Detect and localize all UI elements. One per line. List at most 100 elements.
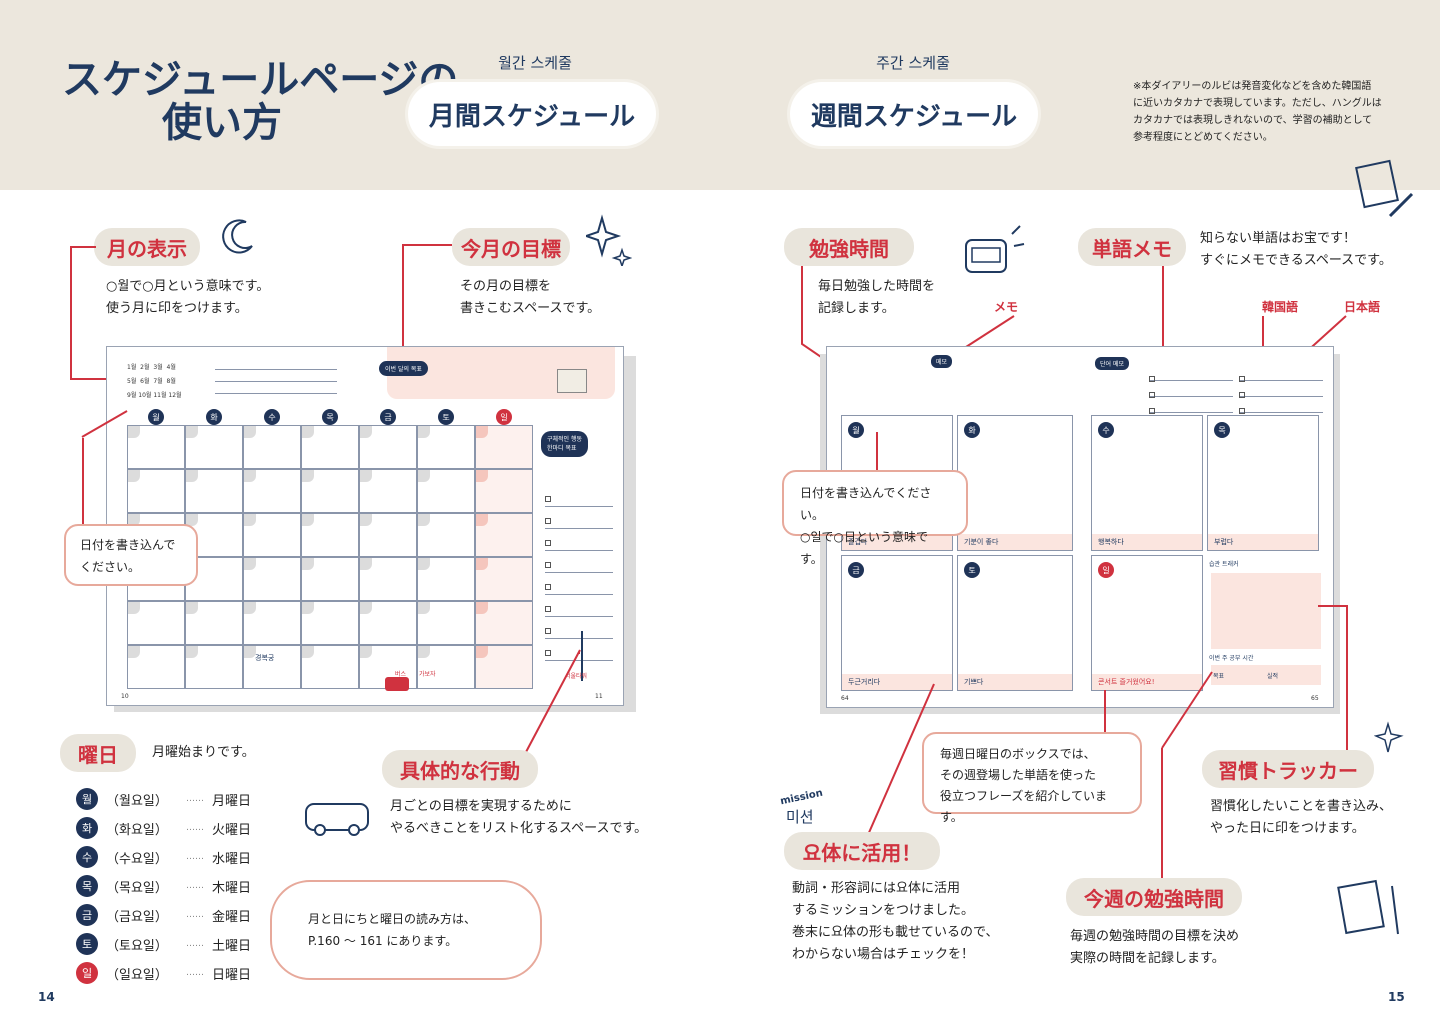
checkbox[interactable] [545,584,551,590]
calendar-day-cell[interactable] [417,557,475,601]
calendar-day-cell[interactable] [359,425,417,469]
month-item[interactable]: 2월 [140,364,150,371]
calendar-day-cell[interactable] [417,645,475,689]
calendar-day-cell[interactable] [127,469,185,513]
calendar-day-cell[interactable] [301,557,359,601]
calendar-day-cell[interactable] [243,469,301,513]
calendar-day-cell[interactable] [185,601,243,645]
word-memo-row[interactable] [1239,399,1323,414]
month-item[interactable]: 6월 [140,378,150,385]
weekday-reading: （목요일） [106,880,168,896]
stamp-icon [557,369,587,393]
calendar-day-cell[interactable] [475,601,533,645]
calendar-day-cell[interactable] [301,469,359,513]
weekday-jp: 火曜日 [212,822,252,838]
calendar-day-cell[interactable] [127,425,185,469]
tracker-desc-line: やった日に印をつけます。 [1210,821,1365,836]
calendar-day-cell[interactable] [475,557,533,601]
calendar-day-cell[interactable] [243,601,301,645]
checkbox[interactable] [1149,376,1155,382]
calendar-day-cell[interactable] [243,425,301,469]
month-item[interactable]: 10월 [138,392,152,399]
word-memo-row[interactable] [1239,383,1323,398]
word-memo-row[interactable] [1149,367,1233,382]
checkbox[interactable] [1149,408,1155,414]
japanese-small-label: 日本語 [1344,300,1381,314]
calendar-day-cell[interactable] [301,425,359,469]
checkbox[interactable] [545,606,551,612]
month-item[interactable]: 5월 [127,378,137,385]
calendar-day-cell[interactable] [185,425,243,469]
month-item[interactable]: 7월 [153,378,163,385]
action-item[interactable] [545,575,613,595]
month-item[interactable]: 12월 [168,392,182,399]
weekday-row: 토（토요일）……土曜日 [76,933,251,955]
mission-label: 요体に活用！ [784,832,940,870]
calendar-day-cell[interactable] [475,513,533,557]
calendar-day-cell[interactable] [475,469,533,513]
action-item[interactable] [545,619,613,639]
weekday-row: 월（월요일）……月曜日 [76,788,251,810]
calendar-day-cell[interactable] [359,469,417,513]
checkbox[interactable] [545,540,551,546]
calendar-day-cell[interactable] [243,513,301,557]
tower-icon [581,631,583,681]
month-item[interactable]: 4월 [166,364,176,371]
action-item[interactable] [545,531,613,551]
action-item[interactable] [545,641,613,661]
checkbox[interactable] [1239,376,1245,382]
calendar-day-cell[interactable] [301,513,359,557]
calendar-day-cell[interactable] [475,425,533,469]
calendar-day-cell[interactable] [359,557,417,601]
action-desc: 月ごとの目標を実現するために やるべきことをリスト化するスペースです。 [390,796,647,840]
tracker-grid[interactable] [1211,573,1321,649]
action-item[interactable] [545,509,613,529]
checkbox[interactable] [545,496,551,502]
checkbox[interactable] [1239,408,1245,414]
word-memo-row[interactable] [1149,399,1233,414]
action-item[interactable] [545,487,613,507]
calendar-day-cell[interactable] [301,645,359,689]
calendar-day-cell[interactable] [417,469,475,513]
calendar-day-cell[interactable] [417,425,475,469]
checkbox[interactable] [545,650,551,656]
month-item[interactable]: 11월 [153,392,167,399]
word-memo-row[interactable] [1149,383,1233,398]
calendar-day-cell[interactable] [301,601,359,645]
month-item[interactable]: 8월 [166,378,176,385]
calendar-day-cell[interactable] [185,645,243,689]
checkbox[interactable] [545,628,551,634]
action-item[interactable] [545,597,613,617]
calendar-day-cell[interactable] [475,645,533,689]
checkbox[interactable] [545,518,551,524]
checkbox[interactable] [1239,392,1245,398]
calendar-day-cell[interactable] [359,513,417,557]
page-title-line2: 使い方 [162,100,282,146]
action-item[interactable] [545,553,613,573]
calendar-day-cell[interactable] [243,645,301,689]
calendar-day-cell[interactable] [417,601,475,645]
month-item[interactable]: 9월 [127,392,137,399]
checkbox[interactable] [545,562,551,568]
word-memo-row[interactable] [1239,367,1323,382]
action-desc-line: やるべきことをリスト化するスペースです。 [390,821,648,836]
month-item[interactable]: 1월 [127,364,137,371]
month-item[interactable]: 3월 [153,364,163,371]
weekday-kr: 토 [76,933,98,955]
goal-desc-line: その月の目標を [460,279,552,294]
weekly-study-area[interactable] [1211,665,1321,685]
calendar-day-cell[interactable] [359,601,417,645]
calendar-day-cell[interactable] [127,601,185,645]
study-desc: 毎日勉強した時間を 記録します。 [818,276,935,320]
calendar-day-cell[interactable] [417,513,475,557]
calendar-day-cell[interactable] [127,645,185,689]
calendar-day-cell[interactable] [185,469,243,513]
checkbox[interactable] [1149,392,1155,398]
calendar-day-cell[interactable] [243,557,301,601]
